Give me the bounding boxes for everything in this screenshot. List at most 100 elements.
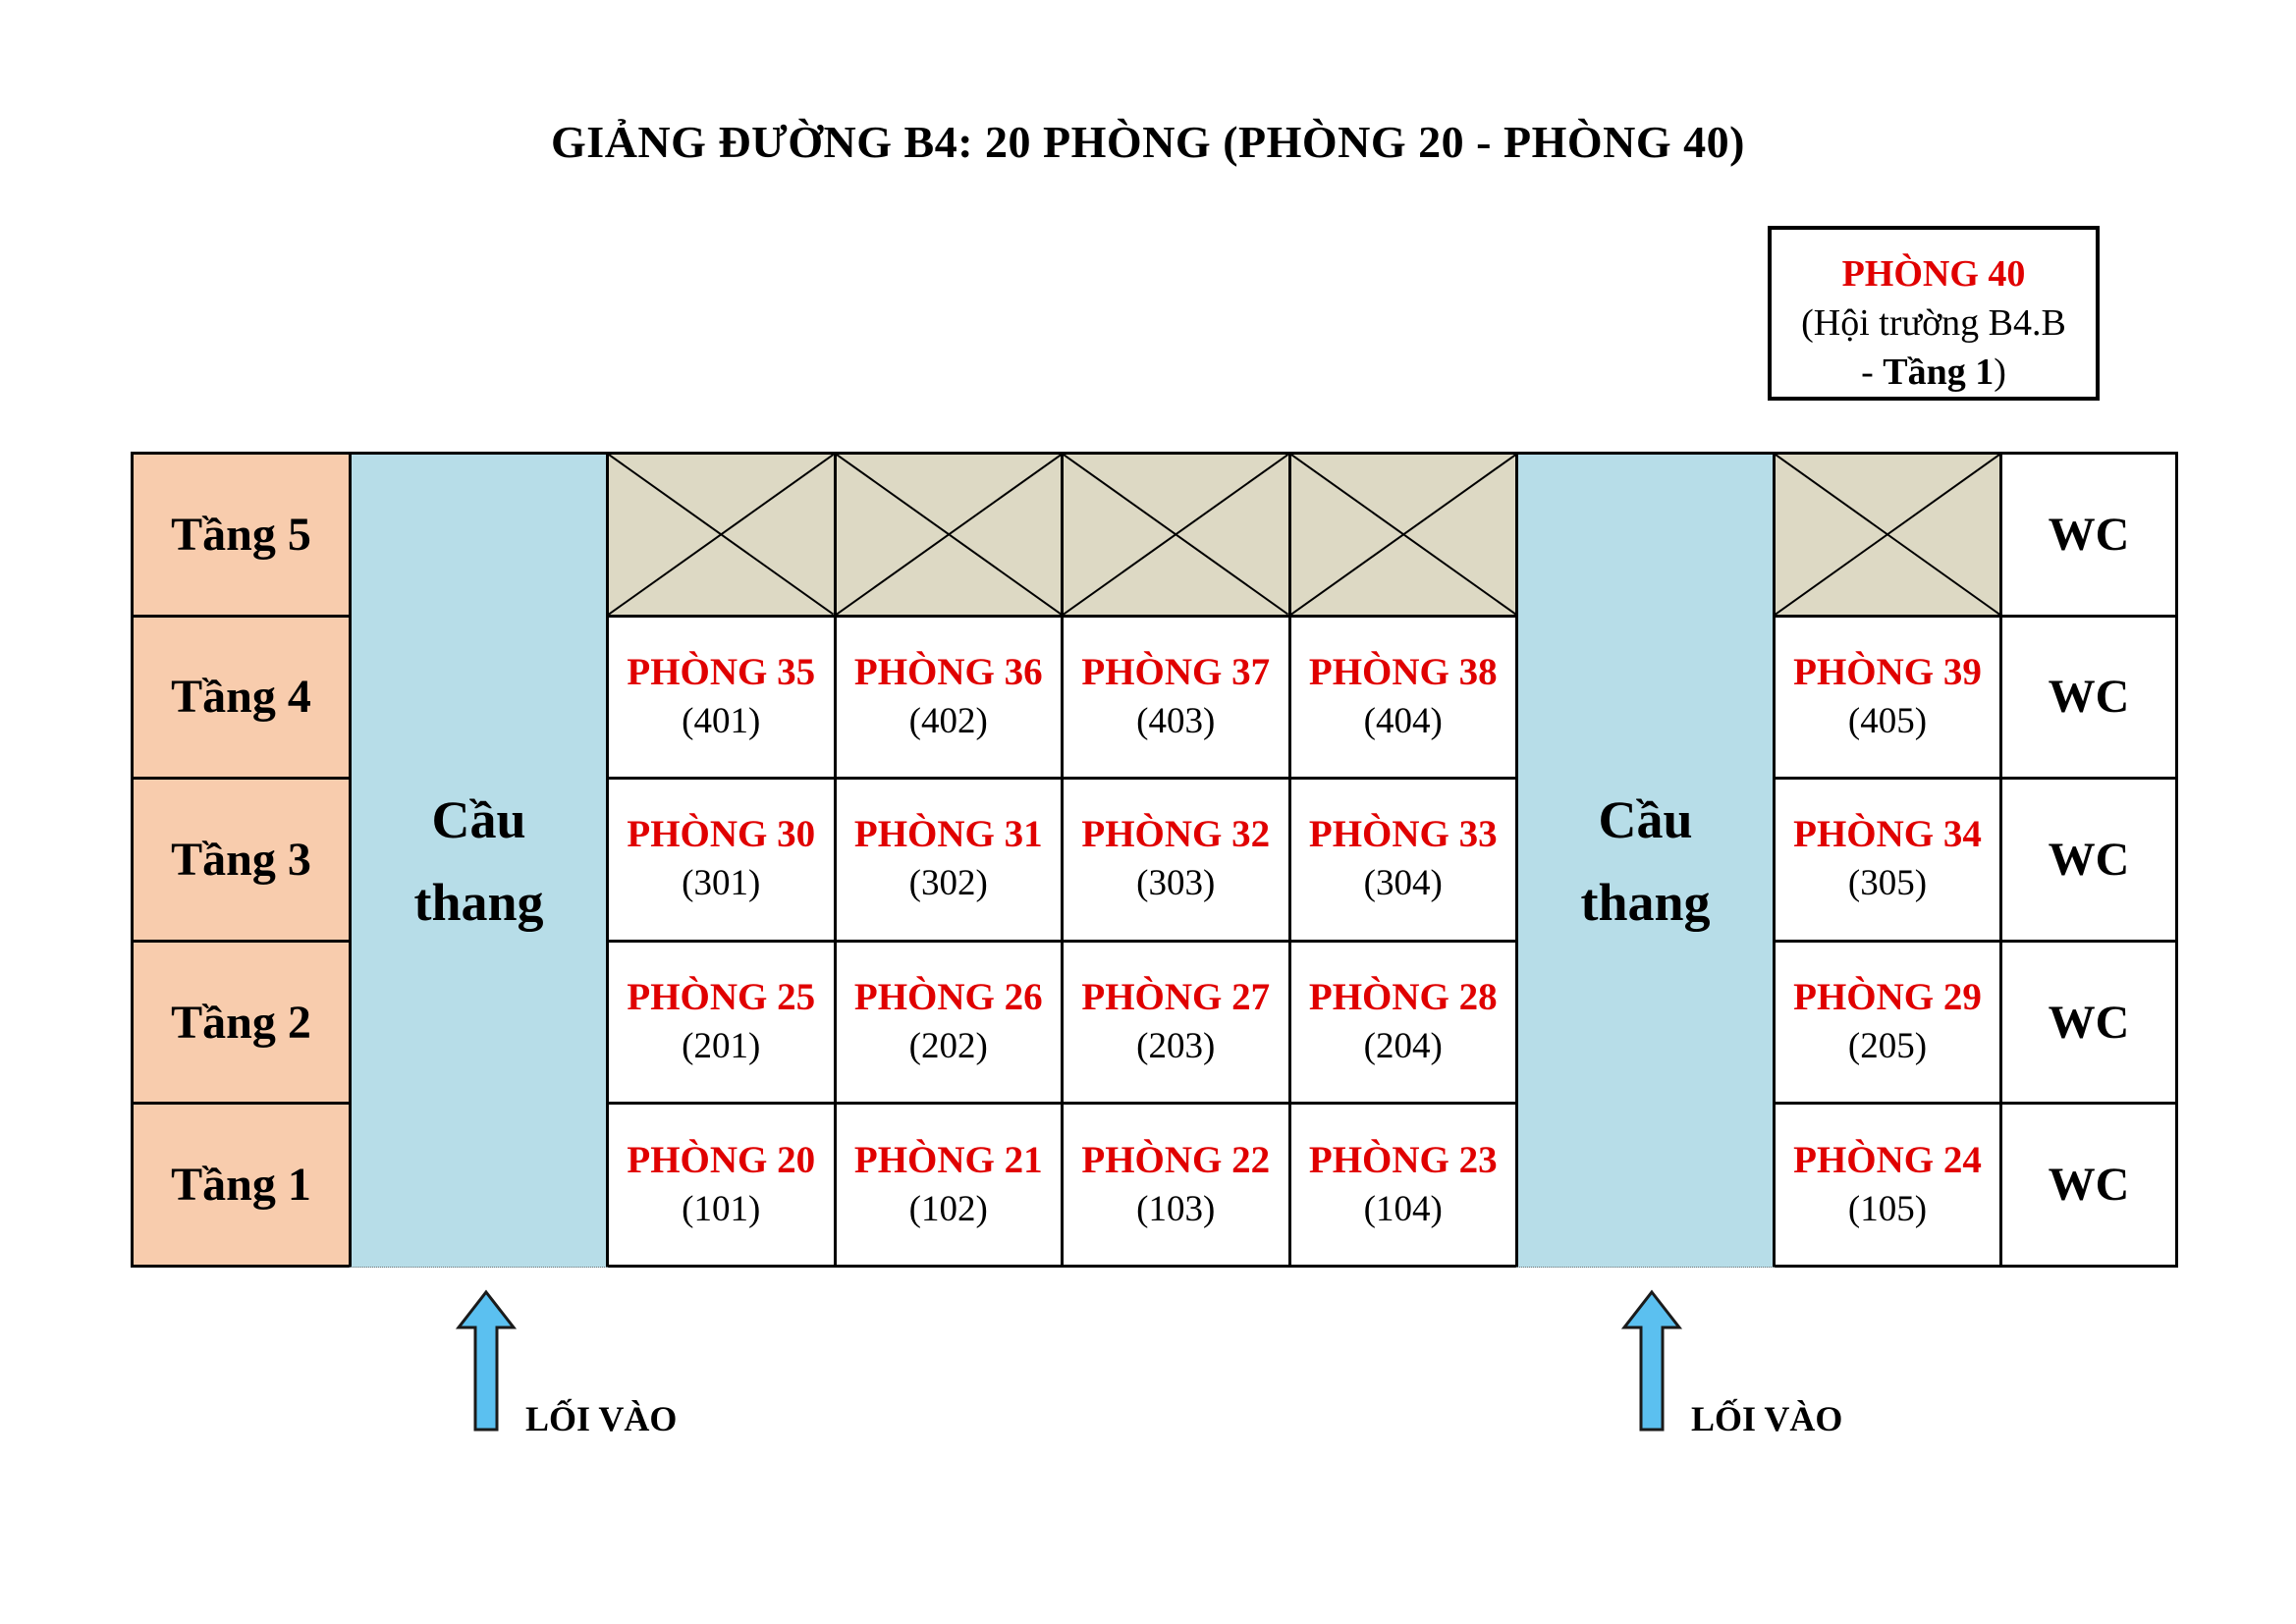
floor-label: Tầng 5 [131, 452, 352, 618]
room-code: (303) [1136, 863, 1216, 904]
legend-room-40: PHÒNG 40 (Hội trường B4.B - Tầng 1) [1768, 226, 2100, 401]
room-name: PHÒNG 24 [1793, 1138, 1982, 1181]
room-code: (101) [682, 1188, 761, 1229]
room-cell: PHÒNG 20 (101) [606, 1102, 837, 1268]
legend-note-floor: Tầng 1 [1883, 352, 1995, 393]
staircase-right: Cầu thang [1515, 452, 1776, 1268]
floor-plan-grid: Tầng 5 WC Tầng 4 PHÒNG 35 (401) PHÒNG 36 (402)… [131, 452, 2178, 1268]
room-code: (301) [682, 863, 761, 904]
room-code: (104) [1363, 1188, 1443, 1229]
wc-cell: WC [1999, 777, 2178, 943]
room-cell: PHÒNG 34 (305) [1773, 777, 2002, 943]
room-name: PHÒNG 34 [1793, 813, 1982, 856]
page-title: GIẢNG ĐƯỜNG B4: 20 PHÒNG (PHÒNG 20 - PHÒ… [551, 117, 1745, 167]
unavailable-cell [833, 452, 1064, 618]
room-cell: PHÒNG 38 (404) [1287, 614, 1518, 781]
unavailable-cell [1287, 452, 1518, 618]
up-arrow-icon [455, 1289, 518, 1432]
entrance-label: LỐI VÀO [1691, 1399, 1843, 1438]
cross-mark-icon [837, 455, 1062, 615]
room-name: PHÒNG 30 [627, 813, 816, 856]
room-code: (102) [908, 1188, 988, 1229]
room-code: (403) [1136, 700, 1216, 741]
room-name: PHÒNG 39 [1793, 650, 1982, 693]
staircase-label-line1: Cầu [431, 789, 526, 849]
legend-note-suffix: ) [1994, 352, 2006, 393]
legend-note: (Hội trường B4.B - Tầng 1) [1772, 298, 2096, 397]
room-cell: PHÒNG 32 (303) [1061, 777, 1291, 943]
room-code: (204) [1363, 1026, 1443, 1067]
room-name: PHÒNG 32 [1081, 813, 1271, 856]
room-cell: PHÒNG 27 (203) [1061, 939, 1291, 1106]
staircase-label: Cầu thang [413, 779, 543, 944]
room-cell: PHÒNG 28 (204) [1287, 939, 1518, 1106]
room-cell: PHÒNG 21 (102) [833, 1102, 1064, 1268]
unavailable-cell [1773, 452, 2002, 618]
room-code: (404) [1363, 700, 1443, 741]
room-name: PHÒNG 22 [1081, 1138, 1271, 1181]
room-code: (203) [1136, 1026, 1216, 1067]
room-cell: PHÒNG 36 (402) [833, 614, 1064, 781]
up-arrow-icon [1620, 1289, 1683, 1432]
room-code: (401) [682, 700, 761, 741]
room-name: PHÒNG 29 [1793, 976, 1982, 1019]
floor-label: Tầng 3 [131, 777, 352, 943]
floor-label: Tầng 1 [131, 1102, 352, 1268]
room-code: (105) [1847, 1188, 1928, 1229]
room-name: PHÒNG 26 [853, 976, 1043, 1019]
room-cell: PHÒNG 29 (205) [1773, 939, 2002, 1106]
room-cell: PHÒNG 39 (405) [1773, 614, 2002, 781]
floor-label: Tầng 4 [131, 614, 352, 781]
room-name: PHÒNG 27 [1081, 976, 1271, 1019]
room-cell: PHÒNG 26 (202) [833, 939, 1064, 1106]
room-code: (205) [1847, 1026, 1928, 1067]
staircase-label-line2: thang [1580, 872, 1711, 932]
room-code: (201) [682, 1026, 761, 1067]
wc-cell: WC [1999, 939, 2178, 1106]
staircase-label-line1: Cầu [1598, 789, 1693, 849]
staircase-left: Cầu thang [349, 452, 609, 1268]
floor-label: Tầng 2 [131, 939, 352, 1106]
room-code: (402) [908, 700, 988, 741]
room-cell: PHÒNG 23 (104) [1287, 1102, 1518, 1268]
room-code: (202) [908, 1026, 988, 1067]
wc-cell: WC [1999, 1102, 2178, 1268]
room-name: PHÒNG 35 [627, 650, 816, 693]
legend-note-dash: - [1861, 352, 1884, 393]
wc-cell: WC [1999, 452, 2178, 618]
room-code: (103) [1136, 1188, 1216, 1229]
cross-mark-icon [1064, 455, 1288, 615]
room-cell: PHÒNG 24 (105) [1773, 1102, 2002, 1268]
room-name: PHÒNG 36 [853, 650, 1043, 693]
unavailable-cell [606, 452, 837, 618]
room-cell: PHÒNG 37 (403) [1061, 614, 1291, 781]
room-cell: PHÒNG 30 (301) [606, 777, 837, 943]
room-name: PHÒNG 37 [1081, 650, 1271, 693]
staircase-label-line2: thang [413, 872, 544, 932]
room-cell: PHÒNG 31 (302) [833, 777, 1064, 943]
room-name: PHÒNG 20 [627, 1138, 816, 1181]
room-cell: PHÒNG 22 (103) [1061, 1102, 1291, 1268]
cross-mark-icon [609, 455, 834, 615]
room-cell: PHÒNG 25 (201) [606, 939, 837, 1106]
entrance-label: LỐI VÀO [525, 1399, 678, 1438]
unavailable-cell [1061, 452, 1291, 618]
room-name: PHÒNG 23 [1308, 1138, 1498, 1181]
cross-mark-icon [1291, 455, 1516, 615]
room-name: PHÒNG 25 [627, 976, 816, 1019]
room-name: PHÒNG 31 [853, 813, 1043, 856]
room-code: (405) [1847, 700, 1928, 741]
room-code: (304) [1363, 863, 1443, 904]
room-name: PHÒNG 33 [1308, 813, 1498, 856]
wc-cell: WC [1999, 614, 2178, 781]
room-code: (302) [908, 863, 988, 904]
room-cell: PHÒNG 33 (304) [1287, 777, 1518, 943]
legend-room-name: PHÒNG 40 [1841, 253, 2026, 295]
legend-note-prefix: (Hội trường B4.B [1801, 302, 2066, 344]
room-cell: PHÒNG 35 (401) [606, 614, 837, 781]
room-code: (305) [1847, 863, 1928, 904]
staircase-label: Cầu thang [1580, 779, 1710, 944]
room-name: PHÒNG 28 [1308, 976, 1498, 1019]
room-name: PHÒNG 21 [853, 1138, 1043, 1181]
room-name: PHÒNG 38 [1308, 650, 1498, 693]
